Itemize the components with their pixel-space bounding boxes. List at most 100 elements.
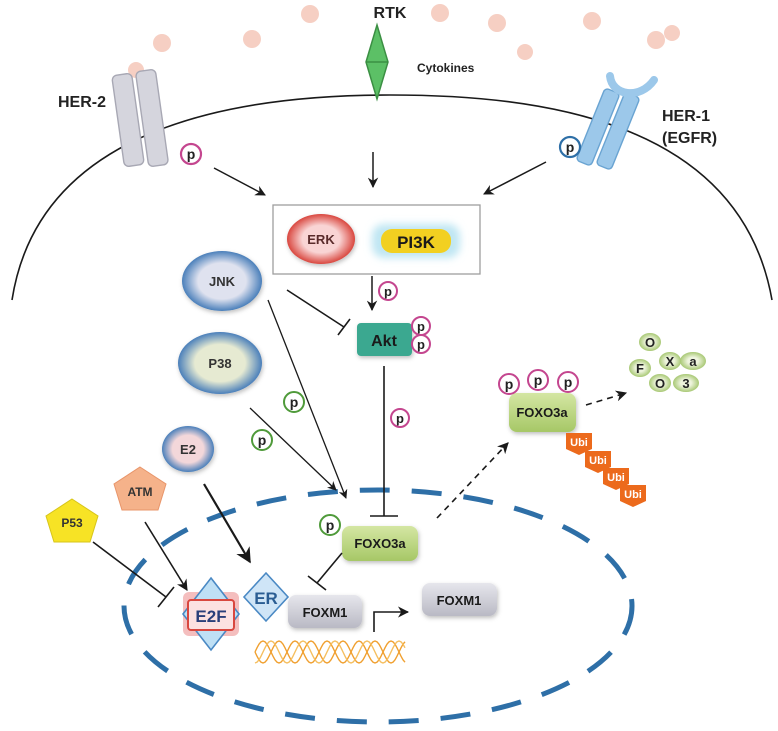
e2-label: E2: [180, 442, 196, 457]
phospho-badge: p: [411, 334, 431, 354]
svg-text:p: p: [417, 319, 425, 334]
phospho-badge: p: [498, 373, 520, 395]
svg-text:Ubi: Ubi: [589, 455, 607, 467]
svg-text:p: p: [566, 139, 575, 155]
akt-node: [357, 323, 412, 356]
ubiquitin-chain: Ubi Ubi Ubi Ubi: [566, 433, 646, 507]
her1-egfr-receptor: [576, 72, 658, 170]
atm-node: [113, 466, 167, 511]
jnk-node: [182, 251, 262, 311]
arrow-her1-to-erk-pi3k: [483, 161, 547, 195]
phospho-badge: p: [283, 391, 305, 413]
svg-text:p: p: [505, 376, 514, 392]
nuclear-envelope: [121, 487, 635, 725]
egfr-label: (EGFR): [662, 130, 717, 147]
pi3k-node: [381, 229, 451, 253]
er-label: ER: [254, 589, 278, 608]
e2f-label: E2F: [195, 607, 226, 626]
erk-label: ERK: [307, 232, 335, 247]
degraded-foxo3a-fragments: O X a F O 3: [629, 333, 706, 392]
fragment: 3: [673, 374, 699, 392]
svg-text:p: p: [290, 394, 299, 410]
phospho-badge: p: [179, 142, 203, 166]
svg-text:a: a: [689, 354, 697, 369]
er-node: [242, 571, 290, 623]
svg-text:p: p: [534, 372, 543, 388]
akt-label: Akt: [371, 333, 397, 350]
foxo3a-cytoplasm-label: FOXO3a: [516, 405, 568, 420]
arrow-atm-to-e2f: [144, 521, 188, 591]
svg-text:p: p: [417, 337, 425, 352]
inhibition-p53-to-e2f: [92, 541, 175, 608]
phospho-badge: p: [557, 371, 579, 393]
svg-text:p: p: [564, 374, 573, 390]
inhibition-jnk-to-akt: [286, 289, 351, 336]
ligand-particles: [128, 4, 680, 78]
transcription-start-arrow: [373, 606, 410, 632]
p38-label: P38: [208, 356, 231, 371]
ubi-tag: Ubi: [620, 485, 646, 507]
phospho-badge: p: [558, 135, 582, 159]
foxo3a-cytoplasm-node: [509, 393, 576, 432]
ubi-tag: Ubi: [585, 451, 611, 473]
arrow-foxo3a-nuclear-export: [436, 442, 509, 519]
fragment: a: [680, 352, 706, 370]
inhibition-akt-to-foxo3a: [370, 366, 398, 517]
cytokines-label: Cytokines: [417, 61, 475, 75]
erk-node: [287, 214, 355, 264]
foxo3a-nuclear-label: FOXO3a: [354, 536, 406, 551]
fragment: O: [639, 333, 661, 351]
her1-label: HER-1: [662, 108, 710, 125]
foxm1-product-node: [422, 583, 497, 616]
phospho-badge: p: [378, 281, 398, 301]
fragment: F: [629, 359, 651, 377]
arrow-jnk-to-foxo3a: [267, 299, 348, 499]
ubi-tag: Ubi: [566, 433, 592, 455]
foxm1-product-label: FOXM1: [437, 593, 482, 608]
arrow-foxo3a-degradation: [585, 390, 628, 406]
rtk-receptor: [365, 22, 389, 102]
atm-label: ATM: [127, 485, 152, 499]
svg-text:O: O: [645, 335, 655, 350]
foxo3a-nuclear-node: [342, 526, 418, 561]
svg-text:p: p: [384, 284, 392, 299]
rtk-label: RTK: [374, 5, 407, 22]
svg-text:F: F: [636, 361, 644, 376]
arrow-p38-to-foxo3a: [249, 407, 337, 491]
svg-text:Ubi: Ubi: [570, 437, 588, 449]
cell-membrane: [11, 94, 773, 301]
her2-receptor: [111, 69, 169, 167]
arrow-her2-to-erk-pi3k: [213, 167, 266, 196]
foxm1-bound-label: FOXM1: [303, 605, 348, 620]
fragment: O: [649, 374, 671, 392]
svg-text:Ubi: Ubi: [607, 472, 625, 484]
jnk-label: JNK: [209, 274, 236, 289]
p38-node: [178, 332, 262, 394]
p53-label: P53: [61, 516, 83, 530]
ubi-tag: Ubi: [603, 468, 629, 490]
svg-text:Ubi: Ubi: [624, 489, 642, 501]
e2-node: [162, 426, 214, 472]
foxm1-bound-node: [288, 595, 362, 628]
phospho-badge: p: [319, 514, 341, 536]
svg-text:p: p: [258, 432, 267, 448]
pi3k-label: PI3K: [397, 233, 436, 252]
phospho-badge: p: [527, 369, 549, 391]
svg-text:p: p: [187, 146, 196, 162]
phospho-badge: p: [251, 429, 273, 451]
e2f-node: [187, 599, 235, 631]
svg-text:X: X: [666, 354, 675, 369]
svg-text:p: p: [396, 411, 404, 426]
fragment: X: [659, 352, 681, 370]
phospho-badge: p: [390, 408, 410, 428]
svg-text:O: O: [655, 376, 665, 391]
inhibition-foxo3a-to-foxm1: [307, 552, 343, 591]
her2-label: HER-2: [58, 94, 106, 111]
svg-text:p: p: [326, 517, 335, 533]
phospho-badge: p: [411, 316, 431, 336]
arrow-e2-to-er: [203, 483, 251, 564]
dna-helix: [254, 640, 406, 664]
svg-text:3: 3: [682, 376, 689, 391]
p53-node: [45, 498, 99, 543]
